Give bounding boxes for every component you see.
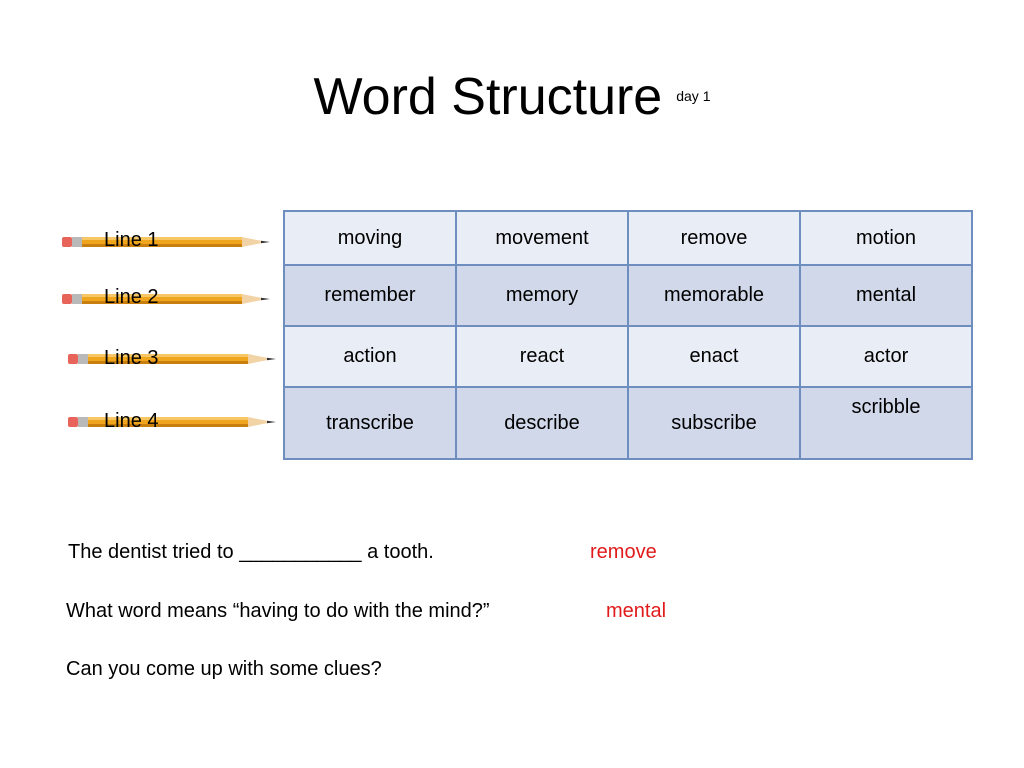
table-cell: transcribe [283, 386, 457, 460]
question-2: What word means “having to do with the m… [66, 600, 490, 622]
table-cell: action [283, 325, 457, 388]
pencil-icon [62, 234, 277, 250]
table-cell: actor [799, 325, 973, 388]
pencil-icon [68, 351, 283, 367]
table-cell: scribble [799, 386, 973, 460]
table-cell: mental [799, 264, 973, 327]
table-cell: subscribe [627, 386, 801, 460]
answer-1: remove [590, 541, 657, 563]
line-label-3: Line 3 [104, 347, 159, 369]
table-cell: memorable [627, 264, 801, 327]
table-cell: enact [627, 325, 801, 388]
table-cell: motion [799, 210, 973, 266]
word-table: moving movement remove motion remember m… [283, 210, 973, 460]
table-cell: describe [455, 386, 629, 460]
table-cell: remember [283, 264, 457, 327]
pencil-icon [62, 291, 277, 307]
table-cell: movement [455, 210, 629, 266]
line-label-1: Line 1 [104, 229, 159, 251]
table-row: moving movement remove motion [283, 210, 973, 266]
table-row: transcribe describe subscribe scribble [283, 386, 973, 460]
question-1: The dentist tried to ___________ a tooth… [68, 541, 434, 563]
table-cell: memory [455, 264, 629, 327]
line-label-2: Line 2 [104, 286, 159, 308]
table-row: action react enact actor [283, 325, 973, 388]
table-cell: moving [283, 210, 457, 266]
line-label-4: Line 4 [104, 410, 159, 432]
table-cell: remove [627, 210, 801, 266]
pencil-icon [68, 414, 283, 430]
title-sub: day 1 [676, 88, 711, 104]
question-3: Can you come up with some clues? [66, 658, 382, 680]
answer-2: mental [606, 600, 667, 622]
page-title: Word Structure day 1 [0, 64, 1024, 129]
title-main: Word Structure [313, 67, 663, 126]
table-cell: react [455, 325, 629, 388]
table-row: remember memory memorable mental [283, 264, 973, 327]
